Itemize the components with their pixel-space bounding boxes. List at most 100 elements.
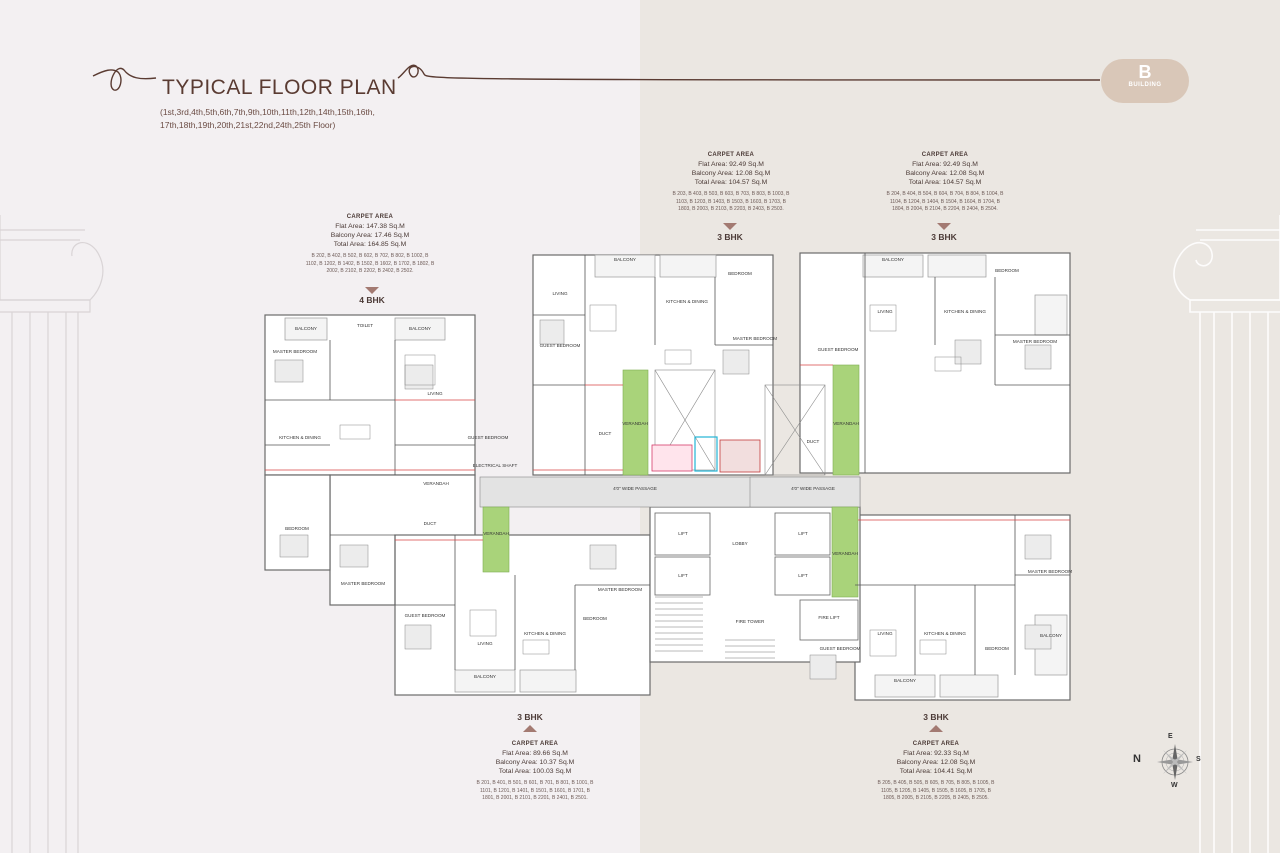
bhk-label: 3 BHK: [931, 232, 957, 242]
label-bedroom: BEDROOM: [985, 646, 1009, 651]
unit-info-4bhk: CARPET AREA Flat Area: 147.38 Sq.M Balco…: [305, 213, 435, 276]
balcony-area: Balcony Area: 17.46 Sq.M: [330, 232, 410, 239]
flat-area: Flat Area: 92.33 Sq.M: [903, 750, 969, 757]
compass-east: E: [1168, 733, 1173, 740]
bhk-label: 3 BHK: [923, 712, 949, 722]
label-verandah: VERANDAH: [833, 421, 859, 426]
label-duct: DUCT: [807, 439, 820, 444]
verandah: [831, 506, 859, 598]
total-area: Total Area: 164.85 Sq.M: [333, 241, 407, 248]
floor-plan-drawing: MASTER BEDROOM LIVING KITCHEN & DINING G…: [264, 252, 1072, 701]
label-balcony: BALCONY: [474, 674, 496, 679]
carpet-area-label: CARPET AREA: [707, 152, 755, 158]
label-living: LIVING: [552, 291, 567, 296]
label-master-bedroom: MASTER BEDROOM: [733, 336, 777, 341]
label-living: LIVING: [877, 309, 892, 314]
verandah: [622, 369, 649, 476]
label-master-bedroom: MASTER BEDROOM: [273, 349, 317, 354]
label-master-bedroom: MASTER BEDROOM: [1028, 569, 1072, 574]
flat-area: Flat Area: 147.38 Sq.M: [335, 223, 405, 230]
unit-list: B 202, B 402, B 502, B 602, B 702, B 802…: [305, 253, 435, 274]
balcony-area: Balcony Area: 12.08 Sq.M: [896, 759, 976, 766]
balcony-area: Balcony Area: 10.37 Sq.M: [495, 759, 575, 766]
marker-triangle: [523, 725, 537, 732]
carpet-area-label: CARPET AREA: [921, 152, 969, 158]
label-verandah: VERANDAH: [423, 481, 449, 486]
floors-list: (1st,3rd,4th,5th,6th,7th,9th,10th,11th,1…: [160, 107, 375, 130]
building-badge: B BUILDING: [1101, 59, 1189, 103]
label-lift-3: LIFT: [798, 531, 808, 536]
unit-list: B 203, B 403, B 503, B 603, B 703, B 803…: [672, 191, 790, 212]
page-title: TYPICAL FLOOR PLAN: [162, 76, 397, 99]
label-lift-4: LIFT: [798, 573, 808, 578]
compass-rose-icon: [1157, 744, 1193, 780]
bhk-label: 3 BHK: [717, 232, 743, 242]
label-kitchen: KITCHEN & DINING: [279, 435, 321, 440]
unit-list: B 205, B 405, B 505, B 605, B 705, B 805…: [877, 780, 995, 801]
unit-info-3bhk-bottom-right: CARPET AREA Flat Area: 92.33 Sq.M Balcon…: [876, 740, 996, 803]
label-guest-bedroom: GUEST BEDROOM: [540, 343, 581, 348]
carpet-area-label: CARPET AREA: [346, 214, 394, 220]
marker-triangle: [723, 223, 737, 230]
label-electrical-shaft: ELECTRICAL SHAFT: [473, 463, 518, 468]
carpet-area-label: CARPET AREA: [912, 741, 960, 747]
unit-info-3bhk-top-center: CARPET AREA Flat Area: 92.49 Sq.M Balcon…: [672, 151, 790, 214]
label-bedroom: BEDROOM: [995, 268, 1019, 273]
label-guest-bedroom: GUEST BEDROOM: [818, 347, 859, 352]
total-area: Total Area: 104.57 Sq.M: [908, 179, 982, 186]
label-duct: DUCT: [599, 431, 612, 436]
label-passage-right: 4'0" WIDE PASSAGE: [791, 486, 835, 491]
label-master-bedroom: MASTER BEDROOM: [598, 587, 642, 592]
flat-area: Flat Area: 89.66 Sq.M: [502, 750, 568, 757]
label-lift-1: LIFT: [678, 531, 688, 536]
label-lift-2: LIFT: [678, 573, 688, 578]
verandah: [482, 506, 510, 573]
label-guest-bedroom: GUEST BEDROOM: [820, 646, 861, 651]
bhk-label: 3 BHK: [517, 712, 543, 722]
building-letter: B: [1138, 62, 1152, 82]
unit-info-3bhk-bottom-center: CARPET AREA Flat Area: 89.66 Sq.M Balcon…: [475, 740, 595, 803]
label-kitchen: KITCHEN & DINING: [666, 299, 708, 304]
building-label: BUILDING: [1128, 82, 1162, 88]
label-duct: DUCT: [424, 521, 437, 526]
label-master-bedroom: MASTER BEDROOM: [341, 581, 385, 586]
label-passage-left: 4'0" WIDE PASSAGE: [613, 486, 657, 491]
marker-triangle: [929, 725, 943, 732]
balcony-area: Balcony Area: 12.08 Sq.M: [905, 170, 985, 177]
label-bedroom: BEDROOM: [728, 271, 752, 276]
compass-north: N: [1133, 753, 1141, 765]
label-living: LIVING: [877, 631, 892, 636]
label-master-bedroom: MASTER BEDROOM: [1013, 339, 1057, 344]
compass-west: W: [1171, 782, 1178, 789]
unit-list: B 201, B 401, B 501, B 601, B 701, B 801…: [476, 780, 594, 801]
carpet-area-label: CARPET AREA: [511, 741, 559, 747]
label-bedroom: BEDROOM: [285, 526, 309, 531]
marker-triangle: [937, 223, 951, 230]
label-fire-tower: FIRE TOWER: [736, 619, 765, 624]
marker-triangle: [365, 287, 379, 294]
flat-area: Flat Area: 92.49 Sq.M: [912, 161, 978, 168]
service-room: [651, 444, 693, 472]
label-bedroom: BEDROOM: [583, 616, 607, 621]
verandah: [832, 364, 860, 476]
label-verandah: VERANDAH: [622, 421, 648, 426]
unit-list: B 204, B 404, B 504, B 604, B 704, B 804…: [886, 191, 1004, 212]
label-fire-lift: FIRE LIFT: [818, 615, 839, 620]
total-area: Total Area: 100.03 Sq.M: [498, 768, 572, 775]
total-area: Total Area: 104.57 Sq.M: [694, 179, 768, 186]
passage-right: [749, 476, 861, 508]
label-kitchen: KITCHEN & DINING: [944, 309, 986, 314]
flat-area: Flat Area: 92.49 Sq.M: [698, 161, 764, 168]
label-guest-bedroom: GUEST BEDROOM: [405, 613, 446, 618]
label-lobby: LOBBY: [732, 541, 747, 546]
label-balcony: BALCONY: [882, 257, 904, 262]
bhk-label: 4 BHK: [359, 295, 385, 305]
label-kitchen: KITCHEN & DINING: [924, 631, 966, 636]
label-balcony: BALCONY: [409, 326, 431, 331]
label-verandah: VERANDAH: [483, 531, 509, 536]
balcony-area: Balcony Area: 12.08 Sq.M: [691, 170, 771, 177]
label-balcony: BALCONY: [894, 678, 916, 683]
label-verandah: VERANDAH: [832, 551, 858, 556]
label-kitchen: KITCHEN & DINING: [524, 631, 566, 636]
